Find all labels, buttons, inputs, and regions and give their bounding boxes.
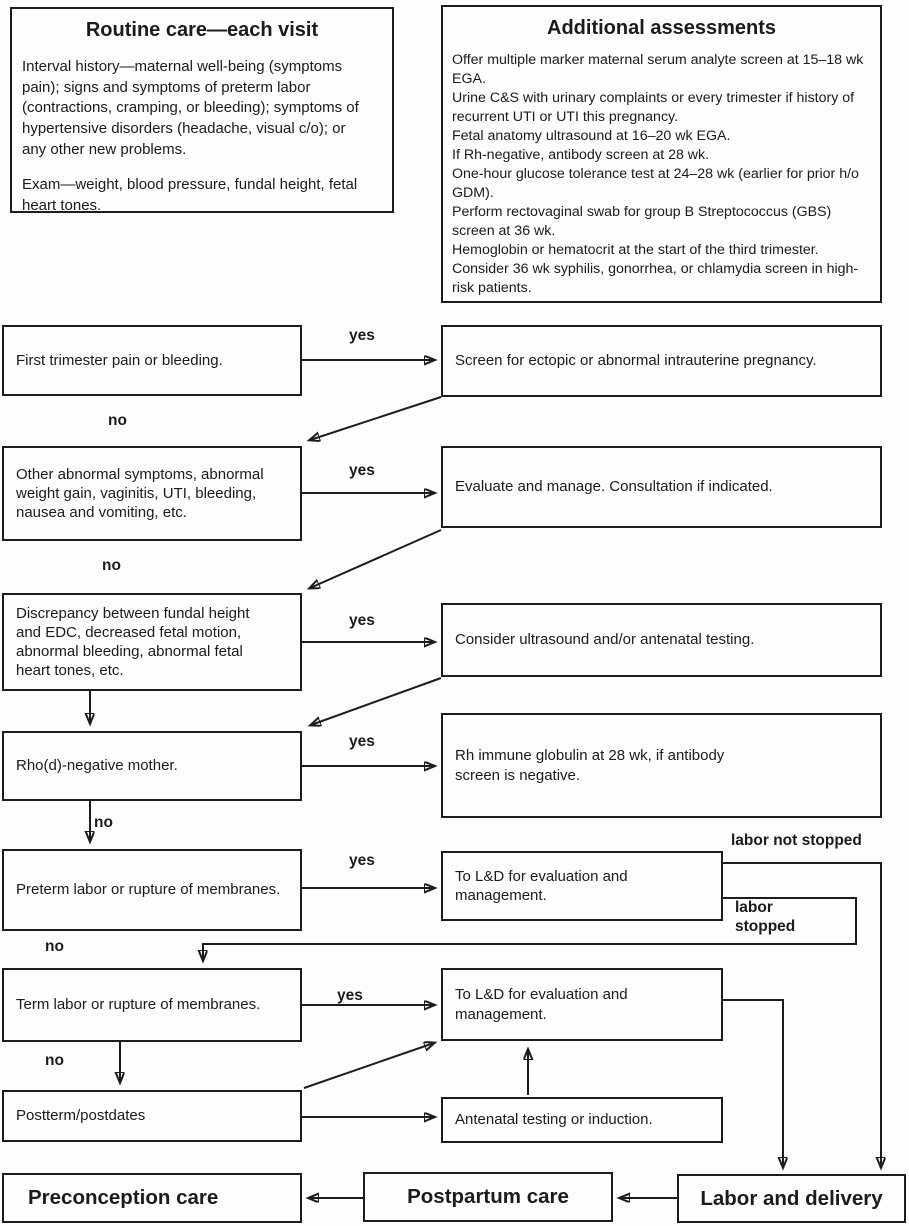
node-discrepancy-text: Discrepancy between fundal height and ED…	[16, 604, 250, 680]
edge-label-no-3: no	[94, 814, 113, 831]
node-preterm-labor-text: Preterm labor or rupture of membranes.	[16, 881, 281, 899]
node-antenatal-testing: Antenatal testing or induction.	[441, 1097, 723, 1143]
node-first-trimester-text: First trimester pain or bleeding.	[16, 351, 223, 369]
routine-care-title: Routine care—each visit	[85, 19, 319, 41]
edge-label-no-4: no	[45, 938, 64, 955]
node-evaluate-manage: Evaluate and manage. Consultation if ind…	[441, 446, 882, 528]
node-rh-immune-globulin-text: Rh immune globulin at 28 wk, if antibody…	[455, 747, 725, 784]
additional-assessments-list: Offer multiple marker maternal serum ana…	[443, 51, 880, 298]
assessment-item: Urine C&S with urinary complaints or eve…	[452, 90, 855, 126]
node-postterm-text: Postterm/postdates	[16, 1107, 146, 1125]
node-postpartum-care: Postpartum care	[363, 1172, 613, 1222]
routine-care-paragraph-2: Exam—weight, blood pressure, fundal heig…	[22, 176, 358, 215]
node-to-ld-term: To L&D for evaluation and management.	[441, 968, 723, 1041]
node-to-ld-preterm-text: To L&D for evaluation and management.	[455, 867, 628, 904]
node-preconception-care: Preconception care	[2, 1173, 302, 1223]
assessment-item: One-hour glucose tolerance test at 24–28…	[452, 166, 859, 202]
node-other-abnormal-text: Other abnormal symptoms, abnormal weight…	[16, 465, 264, 522]
node-evaluate-manage-text: Evaluate and manage. Consultation if ind…	[455, 478, 773, 496]
edge-label-yes-5: yes	[349, 852, 375, 869]
arrow-evaluate-to-discrepancy	[310, 529, 442, 588]
node-term-labor: Term labor or rupture of membranes.	[2, 968, 302, 1042]
node-preconception-care-text: Preconception care	[28, 1186, 219, 1209]
node-rho-negative: Rho(d)-negative mother.	[2, 731, 302, 801]
edge-label-yes-1: yes	[349, 327, 375, 344]
node-other-abnormal: Other abnormal symptoms, abnormal weight…	[2, 446, 302, 541]
assessment-item: Fetal anatomy ultrasound at 16–20 wk EGA…	[452, 128, 731, 145]
node-antenatal-testing-text: Antenatal testing or induction.	[455, 1111, 653, 1129]
routine-care-box: Routine care—each visit Interval history…	[10, 7, 394, 215]
assessment-item: If Rh-negative, antibody screen at 28 wk…	[452, 147, 710, 164]
assessment-item: Offer multiple marker maternal serum ana…	[452, 52, 864, 88]
node-consider-ultrasound-text: Consider ultrasound and/or antenatal tes…	[455, 631, 755, 649]
node-to-ld-preterm: To L&D for evaluation and management.	[441, 851, 723, 921]
edge-label-yes-3: yes	[349, 612, 375, 629]
arrow-postterm-to-ld	[303, 1043, 434, 1089]
additional-assessments-box: Additional assessments Offer multiple ma…	[441, 5, 882, 303]
edge-label-yes-2: yes	[349, 462, 375, 479]
node-postterm: Postterm/postdates	[2, 1090, 302, 1142]
routine-care-paragraph-1: Interval history—maternal well-being (sy…	[22, 58, 359, 158]
edge-label-no-1: no	[108, 412, 127, 429]
node-consider-ultrasound: Consider ultrasound and/or antenatal tes…	[441, 603, 882, 677]
assessment-item: Hemoglobin or hematocrit at the start of…	[452, 242, 819, 259]
assessment-item: Perform rectovaginal swab for group B St…	[452, 204, 832, 240]
node-rho-negative-text: Rho(d)-negative mother.	[16, 757, 178, 775]
edge-label-no-2: no	[102, 557, 121, 574]
node-labor-and-delivery: Labor and delivery	[677, 1174, 906, 1223]
arrow-ectopic-to-other	[310, 396, 442, 440]
node-screen-ectopic-text: Screen for ectopic or abnormal intrauter…	[455, 352, 817, 370]
edge-label-yes-6: yes	[337, 987, 363, 1004]
edge-label-labor-stopped: labor stopped	[735, 899, 796, 936]
node-to-ld-term-text: To L&D for evaluation and management.	[455, 986, 628, 1023]
additional-assessments-title: Additional assessments	[547, 17, 776, 39]
node-discrepancy: Discrepancy between fundal height and ED…	[2, 593, 302, 691]
edge-label-labor-not-stopped: labor not stopped	[731, 832, 862, 849]
node-first-trimester: First trimester pain or bleeding.	[2, 325, 302, 396]
node-screen-ectopic: Screen for ectopic or abnormal intrauter…	[441, 325, 882, 397]
assessment-item: Consider 36 wk syphilis, gonorrhea, or c…	[452, 261, 859, 297]
path-labor-stopped	[203, 897, 857, 960]
path-ld-to-labor-delivery	[723, 999, 783, 1167]
edge-label-yes-4: yes	[349, 733, 375, 750]
node-term-labor-text: Term labor or rupture of membranes.	[16, 996, 261, 1014]
node-postpartum-care-text: Postpartum care	[407, 1185, 569, 1208]
node-rh-immune-globulin: Rh immune globulin at 28 wk, if antibody…	[441, 713, 882, 818]
node-preterm-labor: Preterm labor or rupture of membranes.	[2, 849, 302, 931]
arrow-ultrasound-to-rho	[311, 677, 442, 725]
node-labor-and-delivery-text: Labor and delivery	[700, 1186, 883, 1210]
edge-label-no-5: no	[45, 1052, 64, 1069]
path-labor-not-stopped	[723, 862, 881, 1167]
